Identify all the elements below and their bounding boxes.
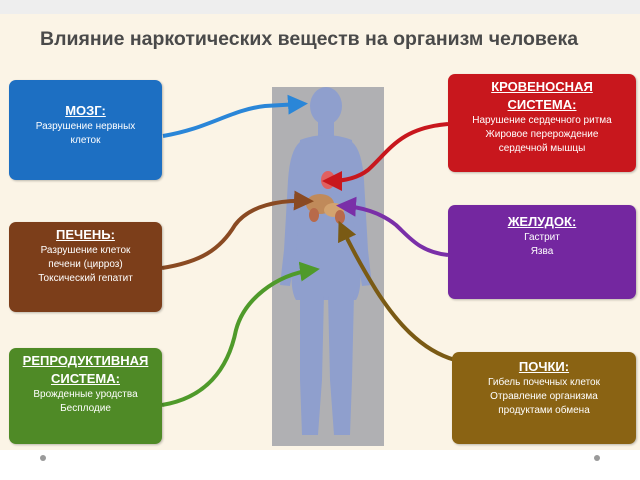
slide-dot-left	[40, 455, 46, 461]
reproductive-title-line: РЕПРОДУКТИВНАЯ	[22, 353, 149, 368]
kidneys-text: Гибель почечных клеток Отравление органи…	[452, 376, 636, 418]
brain-title: МОЗГ:	[65, 103, 106, 118]
stomach-arrow	[336, 196, 449, 257]
blood-title-line: СИСТЕМА:	[507, 97, 577, 112]
kidneys-line: продуктами обмена	[498, 405, 590, 416]
stomach-text: Гастрит Язва	[448, 231, 636, 259]
blood-title-line: КРОВЕНОСНАЯ	[491, 79, 593, 94]
liver-title: ПЕЧЕНЬ:	[56, 227, 115, 242]
liver-text: Разрушение клеток печени (цирроз) Токсич…	[9, 244, 162, 286]
reproductive-system-box: РЕПРОДУКТИВНАЯ СИСТЕМА: Врожденные уродс…	[9, 348, 162, 444]
blood-arrow	[322, 122, 449, 191]
liver-box: ПЕЧЕНЬ: Разрушение клеток печени (цирроз…	[9, 222, 162, 312]
kidneys-box: ПОЧКИ: Гибель почечных клеток Отравление…	[452, 352, 636, 444]
kidneys-line: Отравление организма	[490, 391, 598, 402]
stomach-line: Гастрит	[524, 232, 560, 243]
blood-text: Нарушение сердечного ритма Жировое перер…	[448, 114, 636, 156]
liver-line: Разрушение клеток	[40, 245, 131, 256]
blood-line: Жировое перерождение	[485, 129, 599, 140]
top-bar	[0, 0, 640, 14]
blood-line: Нарушение сердечного ритма	[472, 115, 612, 126]
brain-arrow	[162, 94, 308, 138]
human-silhouette-icon	[280, 87, 372, 435]
liver-line: Токсический гепатит	[38, 273, 133, 284]
reproductive-title-line: СИСТЕМА:	[51, 371, 120, 386]
liver-arrow	[161, 190, 314, 270]
stomach-title: ЖЕЛУДОК:	[507, 214, 577, 229]
slide-dot-right	[594, 455, 600, 461]
kidneys-arrow	[338, 220, 456, 362]
page-title: Влияние наркотических веществ на организ…	[40, 28, 579, 50]
blood-line: сердечной мышцы	[498, 143, 586, 154]
kidneys-line: Гибель почечных клеток	[488, 377, 600, 388]
brain-line: клеток	[70, 135, 101, 146]
stomach-line: Язва	[530, 246, 554, 257]
brain-line: Разрушение нервных	[35, 121, 136, 132]
brain-text: Разрушение нервных клеток	[9, 120, 162, 148]
brain-box: МОЗГ: Разрушение нервных клеток	[9, 80, 162, 180]
reproductive-arrow	[161, 261, 320, 407]
reproductive-line: Бесплодие	[60, 403, 111, 414]
reproductive-text: Врожденные уродства Бесплодие	[9, 388, 162, 416]
liver-line: печени (цирроз)	[48, 259, 123, 270]
blood-system-box: КРОВЕНОСНАЯ СИСТЕМА: Нарушение сердечног…	[448, 74, 636, 172]
reproductive-line: Врожденные уродства	[33, 389, 138, 400]
kidneys-title: ПОЧКИ:	[518, 359, 570, 374]
stomach-box: ЖЕЛУДОК: Гастрит Язва	[448, 205, 636, 299]
